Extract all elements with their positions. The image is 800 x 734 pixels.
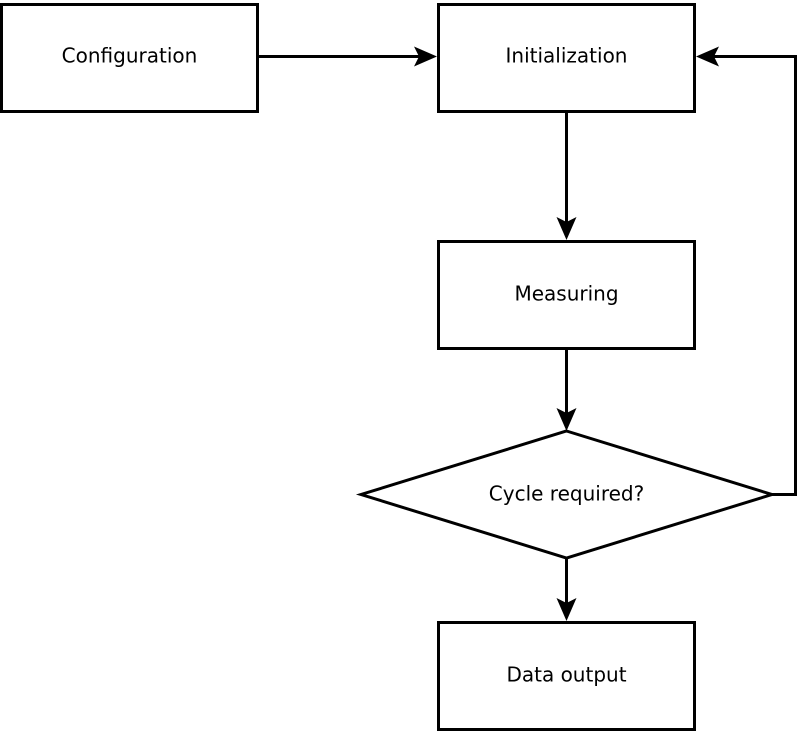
edge-measuring-to-cycle-required (556, 349, 577, 431)
edge-configuration-to-initialization (259, 46, 437, 67)
edge-cycle-required-to-initialization (696, 46, 797, 496)
node-data-output[interactable]: Data output (437, 621, 696, 731)
node-initialization-shape[interactable] (437, 3, 696, 113)
node-initialization-label: Initialization (506, 44, 628, 68)
node-data-output-shape[interactable] (437, 621, 696, 731)
arrowhead-icon-to-cycle-required (556, 408, 577, 431)
node-configuration-shape[interactable] (0, 3, 259, 113)
node-measuring[interactable]: Measuring (437, 240, 696, 350)
arrowhead-icon-to-initialization-right (696, 46, 719, 67)
node-configuration[interactable]: Configuration (0, 3, 259, 113)
node-cycle-required-label: Cycle required? (489, 482, 644, 506)
edge-initialization-to-measuring (556, 112, 577, 240)
node-configuration-label: Configuration (62, 44, 198, 68)
node-initialization[interactable]: Initialization (437, 3, 696, 113)
node-cycle-required-shape[interactable] (355, 429, 778, 560)
edge-line-cycle-required-to-initialization (709, 55, 797, 496)
edge-cycle-required-to-data-output (556, 557, 577, 621)
arrowhead-icon-to-measuring (556, 217, 577, 240)
node-measuring-shape[interactable] (437, 240, 696, 350)
node-cycle-required[interactable]: Cycle required? (355, 429, 778, 560)
node-data-output-label: Data output (506, 663, 626, 687)
node-measuring-label: Measuring (514, 282, 618, 306)
arrowhead-icon-to-initialization-left (414, 46, 437, 67)
arrowhead-icon-to-data-output (556, 598, 577, 621)
